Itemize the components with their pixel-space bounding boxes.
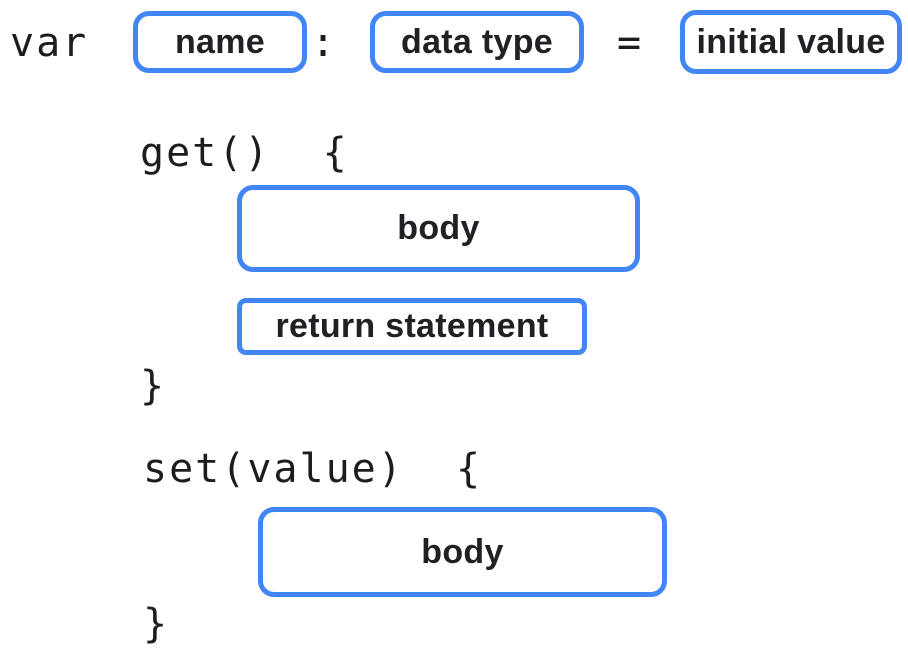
- equals-sign: =: [617, 20, 644, 66]
- setter-body-placeholder-box: body: [258, 507, 667, 597]
- var-keyword: var: [10, 20, 89, 66]
- data-type-placeholder-label: data type: [401, 22, 553, 61]
- initial-value-placeholder-box: initial value: [680, 10, 902, 74]
- return-statement-placeholder-label: return statement: [275, 307, 549, 345]
- getter-closing-brace: }: [140, 363, 167, 409]
- name-placeholder-box: name: [133, 11, 307, 73]
- setter-body-placeholder-label: body: [421, 532, 504, 571]
- initial-value-placeholder-label: initial value: [696, 22, 886, 61]
- data-type-placeholder-box: data type: [370, 11, 584, 73]
- setter-signature: set(value) {: [143, 446, 483, 492]
- return-statement-placeholder-box: return statement: [237, 298, 587, 355]
- getter-body-placeholder-label: body: [397, 209, 480, 247]
- getter-body-placeholder-box: body: [237, 185, 640, 272]
- getter-signature: get() {: [140, 130, 349, 176]
- name-placeholder-label: name: [174, 22, 266, 61]
- colon-separator: :: [311, 20, 338, 66]
- setter-closing-brace: }: [143, 601, 170, 647]
